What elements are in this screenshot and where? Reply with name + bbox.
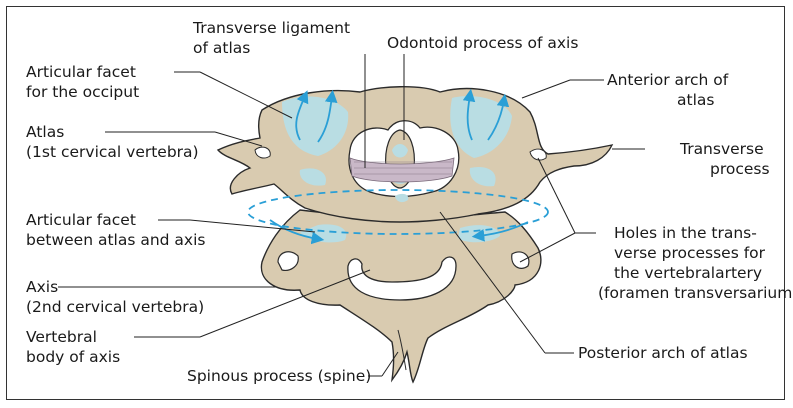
label-spinous-process: Spinous process (spine): [187, 366, 371, 386]
label-atlas: Atlas (1st cervical vertebra): [26, 122, 199, 162]
label-transverse-process: Transverse process: [680, 139, 770, 179]
label-holes-transverse: Holes in the trans- verse processes for …: [598, 223, 793, 303]
label-vertebral-body: Vertebral body of axis: [26, 327, 120, 367]
label-anterior-arch: Anterior arch of atlas: [607, 70, 728, 110]
label-articular-facet-atlas-axis: Articular facet between atlas and axis: [26, 210, 205, 250]
label-posterior-arch: Posterior arch of atlas: [578, 343, 748, 363]
atlas-vertebra: [218, 87, 612, 222]
label-transverse-ligament: Transverse ligament of atlas: [193, 18, 350, 58]
label-articular-facet-occiput: Articular facet for the occiput: [26, 62, 139, 102]
label-axis: Axis (2nd cervical vertebra): [26, 277, 204, 317]
label-odontoid-process: Odontoid process of axis: [387, 33, 578, 53]
